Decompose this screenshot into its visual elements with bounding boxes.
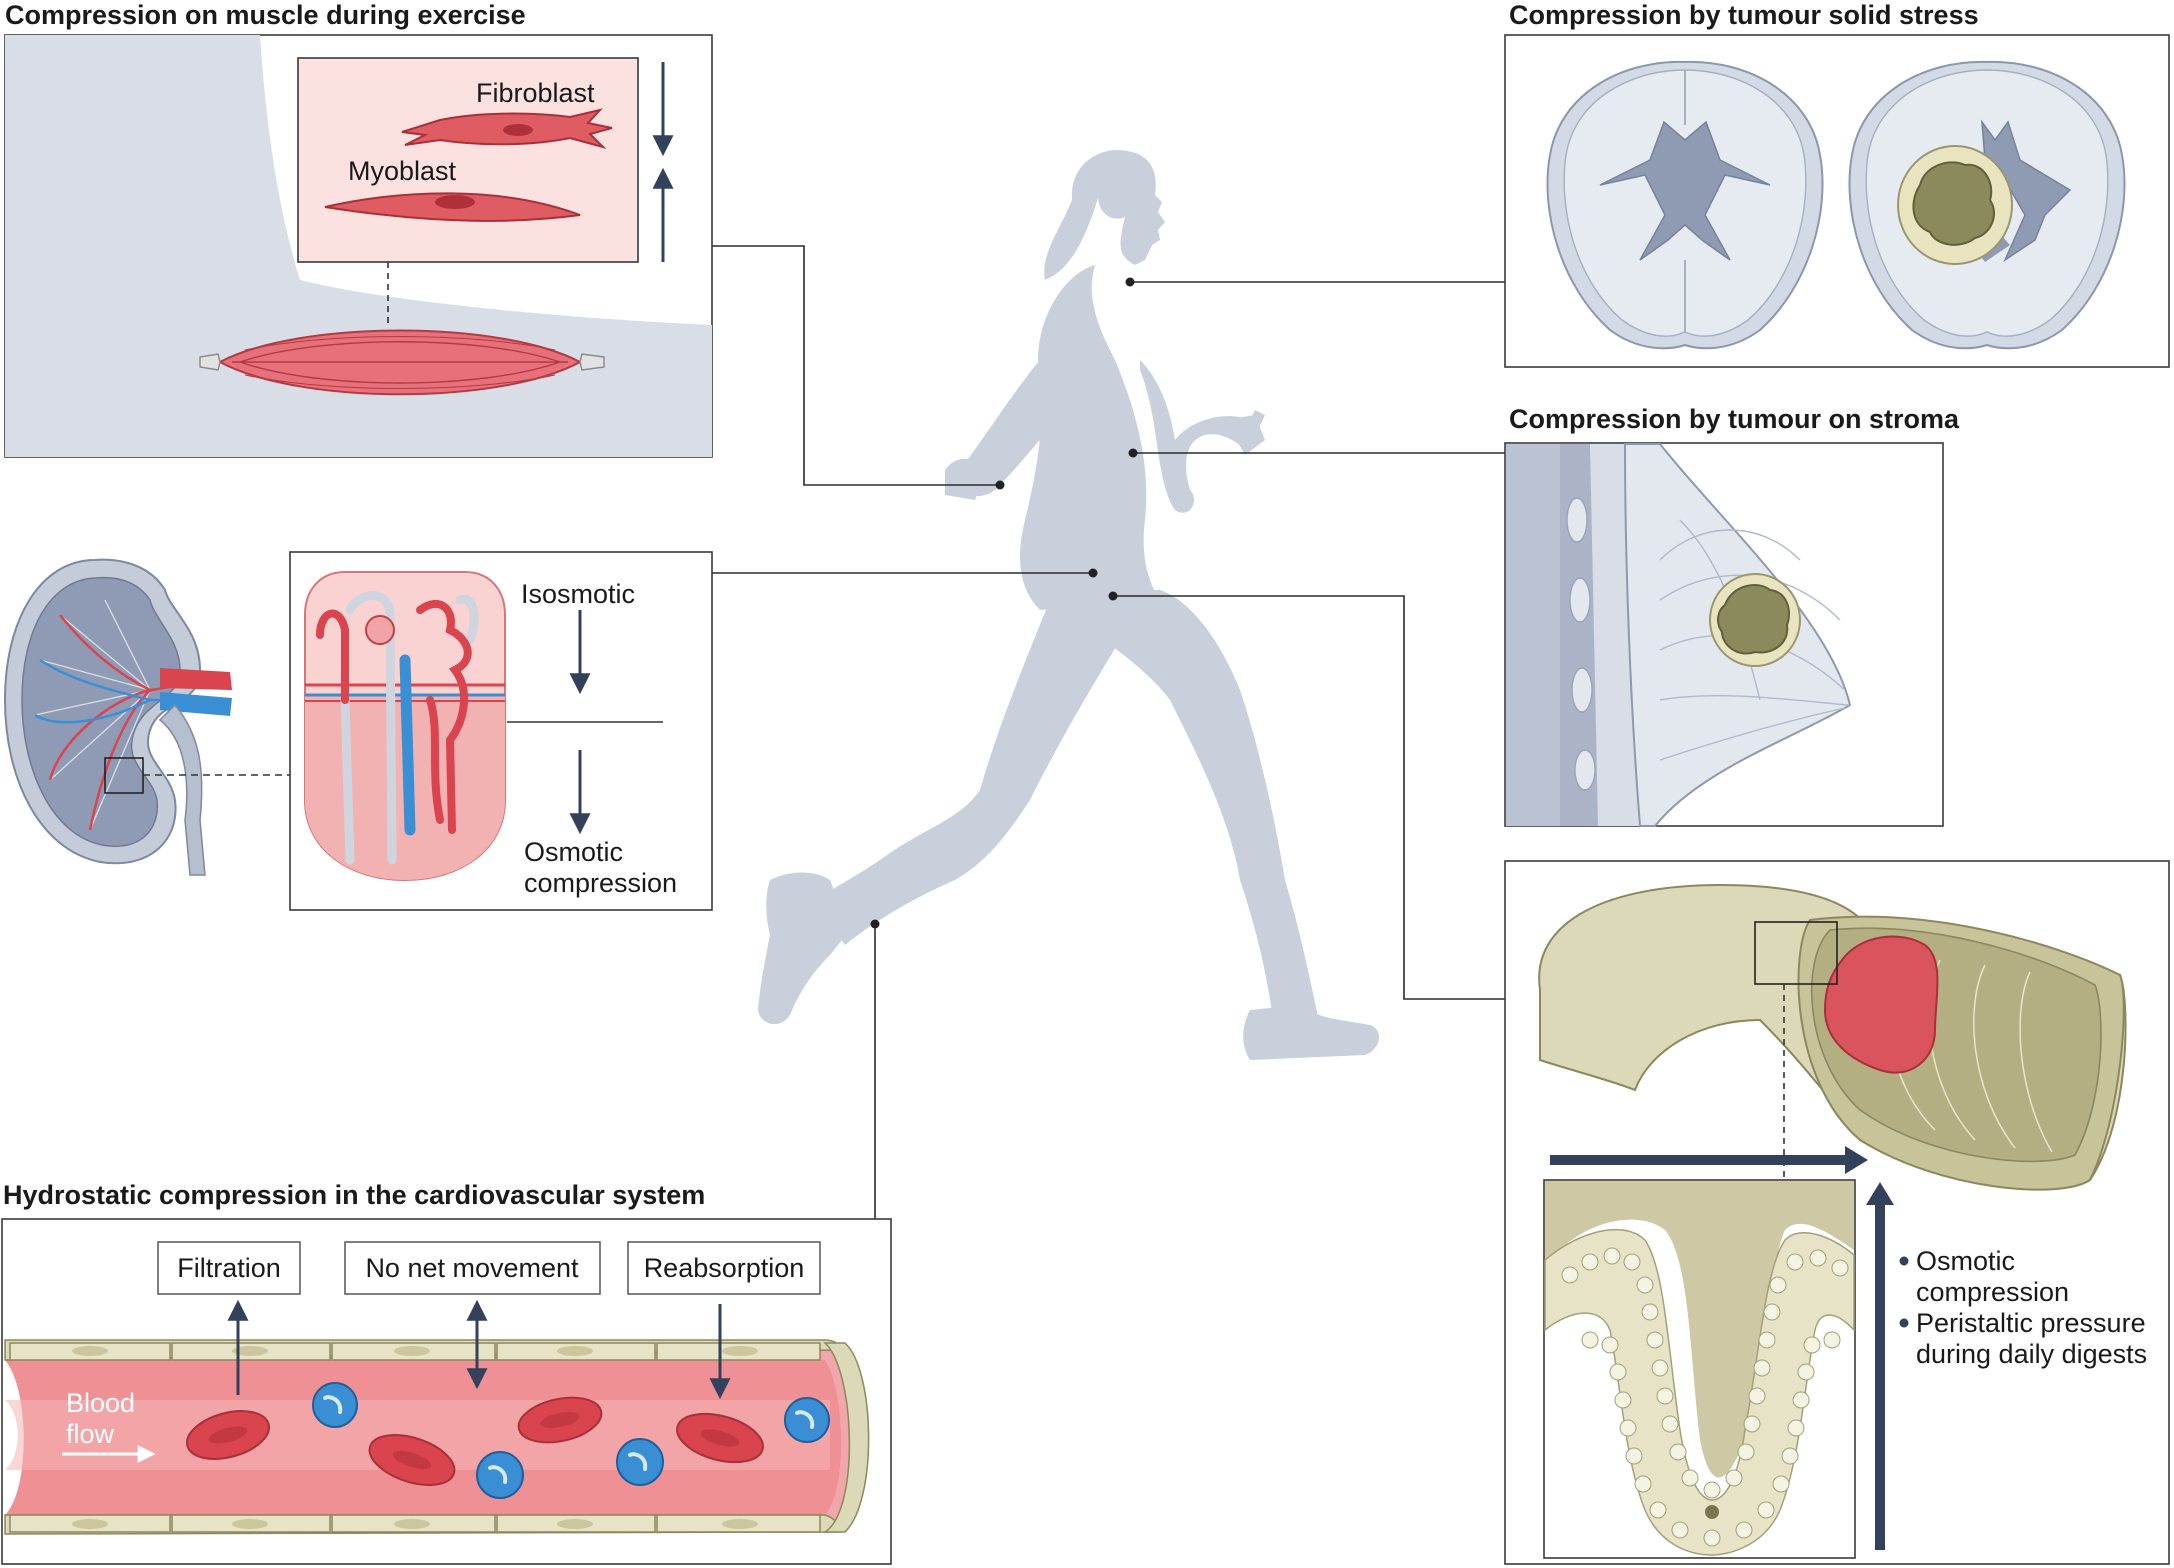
brain-normal — [1546, 60, 1824, 350]
osmotic-label-line2: compression — [524, 868, 677, 898]
intestine-bullet1-line1: Osmotic — [1916, 1246, 2015, 1276]
fibroblast-cell — [401, 108, 613, 149]
isosmotic-label: Isosmotic — [521, 579, 635, 609]
myoblast-label: Myoblast — [348, 156, 457, 186]
connector-lines — [712, 245, 1505, 1219]
stroma-panel: Compression by tumour on stroma — [1504, 404, 1960, 827]
runner-silhouette — [758, 150, 1380, 1060]
muscle-belly — [199, 329, 605, 396]
no-net-movement-box — [344, 1241, 601, 1295]
breast-illustration — [1506, 443, 1852, 827]
kidney-illustration — [3, 558, 232, 876]
fibroblast-label: Fibroblast — [476, 78, 595, 108]
reabsorption-label: Reabsorption — [644, 1253, 805, 1283]
intestine-bullet2-line2: during daily digests — [1916, 1339, 2147, 1369]
intestine-bullet1-line2: compression — [1916, 1277, 2069, 1307]
intestine-bullet2-line1: Peristaltic pressure — [1916, 1308, 2146, 1338]
kidney-panel: Isosmotic Osmotic compression — [289, 551, 713, 911]
osmotic-label-line1: Osmotic — [524, 837, 623, 867]
villi-inset — [1543, 1179, 1856, 1559]
filtration-label: Filtration — [177, 1253, 281, 1283]
reabsorption-box — [627, 1241, 821, 1295]
blood-vessel: Blood flow — [4, 1339, 870, 1535]
cell-inset-box — [297, 57, 639, 263]
vessel-panel-title: Hydrostatic compression in the cardiovas… — [3, 1180, 705, 1210]
filtration-box — [157, 1241, 301, 1295]
intestine-tube — [1538, 883, 2127, 1191]
brain-panel-title: Compression by tumour solid stress — [1509, 0, 1979, 30]
peristaltic-arrows — [1550, 1146, 1894, 1550]
myoblast-cell — [324, 192, 581, 222]
stroma-panel-title: Compression by tumour on stroma — [1509, 404, 1960, 434]
muscle-panel: Compression on muscle during exercise Fi… — [4, 0, 713, 458]
nephron-tissue — [304, 571, 506, 882]
blood-flow-label-line1: Blood — [66, 1388, 135, 1418]
brain-with-tumour — [1848, 60, 2126, 350]
brain-panel: Compression by tumour solid stress — [1504, 0, 2170, 368]
no-net-movement-label: No net movement — [365, 1253, 579, 1283]
vessel-panel: Hydrostatic compression in the cardiovas… — [1, 1180, 892, 1565]
intestine-panel: Osmotic compression Peristaltic pressure… — [1504, 860, 2170, 1565]
blood-flow-label-line2: flow — [66, 1419, 115, 1449]
muscle-panel-title: Compression on muscle during exercise — [5, 0, 526, 30]
